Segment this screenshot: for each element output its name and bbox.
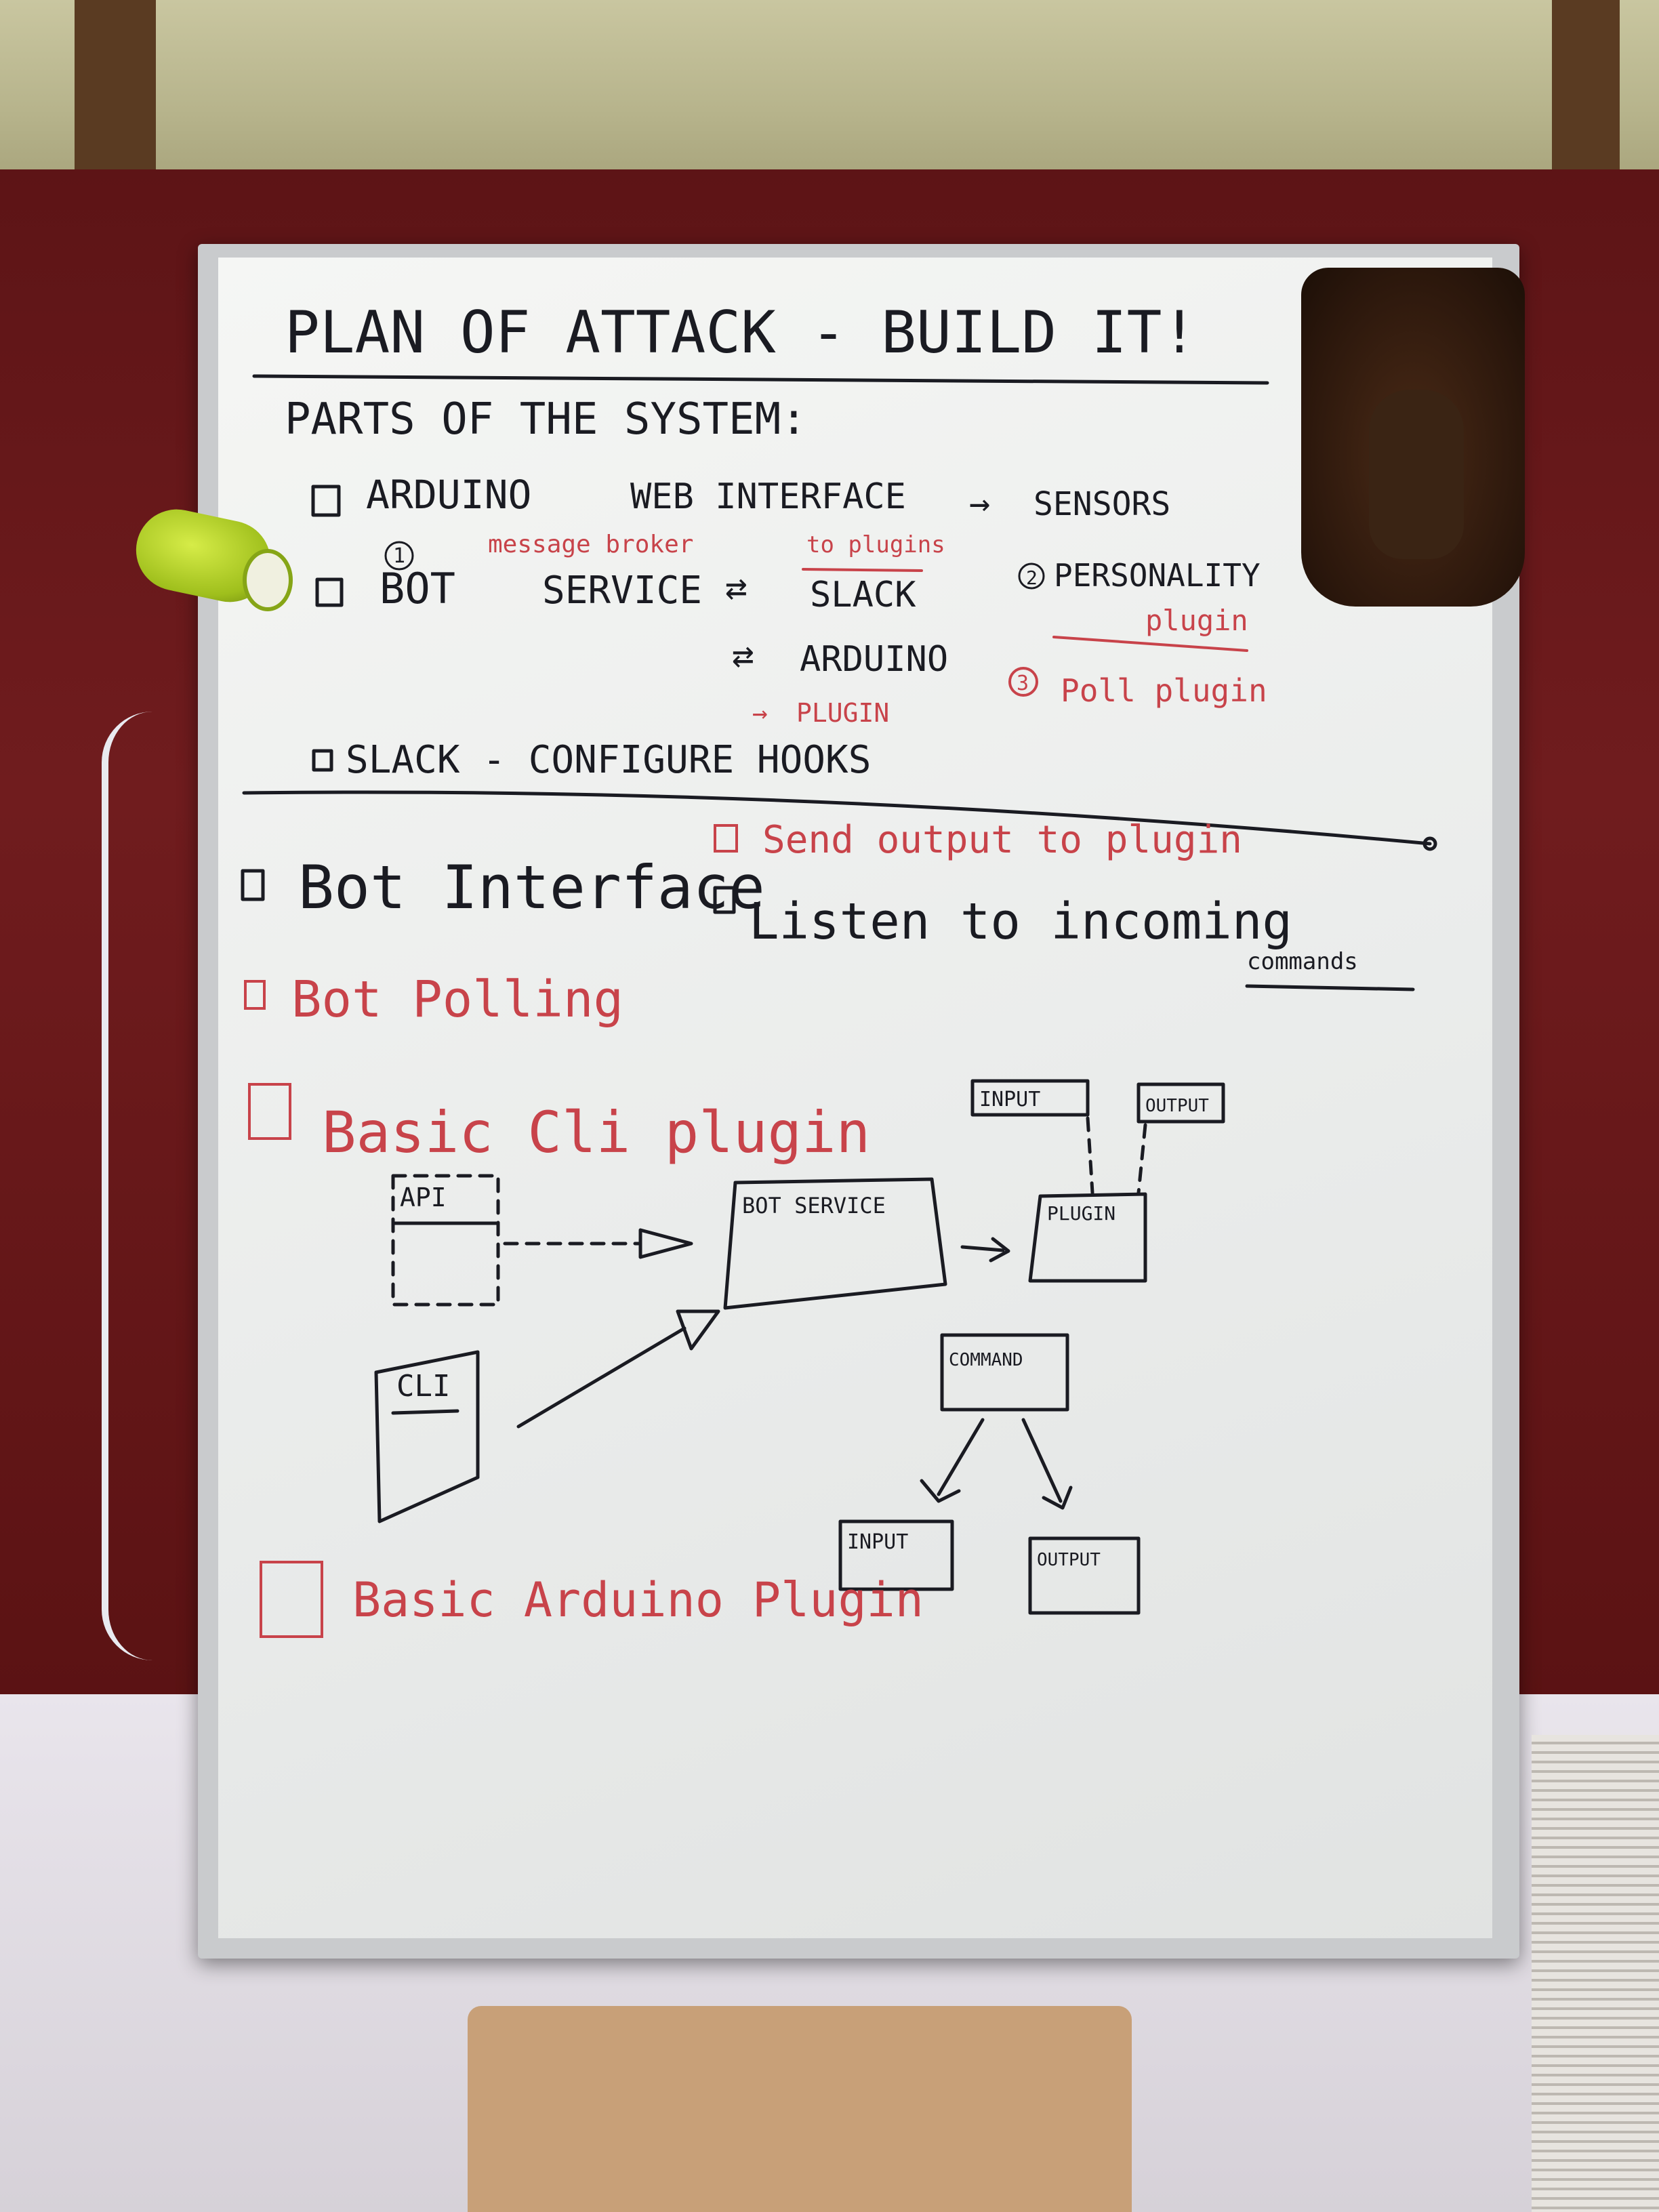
cli-arrow-line [516, 1326, 687, 1429]
output-dash [1136, 1123, 1147, 1195]
bot-polling-text: Bot Polling [291, 970, 623, 1029]
cli-label: CLI [396, 1369, 450, 1404]
command-input-arrow [937, 1418, 985, 1496]
personality-text: PERSONALITY [1054, 557, 1261, 594]
bot-service-label: BOT SERVICE [742, 1193, 886, 1218]
to-plugin-arrow [960, 1245, 1005, 1252]
wooden-beam [75, 0, 156, 183]
input-dash [1086, 1116, 1094, 1195]
slack-configure-text: SLACK - CONFIGURE HOOKS [346, 738, 871, 782]
sensors-text: SENSORS [1033, 485, 1170, 523]
checkbox [244, 980, 266, 1010]
plugins-underline [802, 568, 923, 572]
plugin-note: PLUGIN [796, 698, 889, 728]
output-top-label: OUTPUT [1145, 1096, 1209, 1116]
command-label: COMMAND [949, 1350, 1023, 1370]
checkbox [260, 1561, 323, 1638]
output-bottom-box [1028, 1536, 1141, 1615]
basic-cli-text: Basic Cli plugin [322, 1099, 870, 1166]
checkbox [311, 485, 341, 517]
web-interface-text: WEB INTERFACE [630, 476, 906, 517]
slack-target: SLACK [810, 575, 916, 615]
checkbox [248, 1083, 291, 1140]
bot-interface-text: Bot Interface [298, 853, 765, 922]
poll-plugin-text: Poll plugin [1061, 672, 1267, 709]
mask-face [1369, 390, 1464, 559]
checkbox [312, 749, 333, 772]
listen-text: Listen to incoming [749, 893, 1292, 951]
api-box [391, 1174, 500, 1307]
checkbox [315, 577, 344, 607]
number-circle [384, 541, 414, 571]
wooden-beam [1552, 0, 1620, 183]
output-top-box [1136, 1082, 1225, 1124]
number-circle [1018, 562, 1045, 590]
basic-arduino-text: Basic Arduino Plugin [352, 1572, 924, 1628]
parts-heading: PARTS OF THE SYSTEM: [285, 394, 807, 445]
personality-underline [1052, 636, 1248, 652]
bot-service-box [723, 1177, 947, 1310]
arrow-glyph: → [969, 483, 990, 524]
personality-plugin-red: plugin [1145, 604, 1248, 637]
service-text: SERVICE [542, 569, 702, 613]
lamp-bulb [243, 549, 293, 611]
cli-box [374, 1350, 480, 1523]
cli-underline [391, 1409, 459, 1415]
arduino-target: ARDUINO [800, 639, 948, 680]
plugin-box [1028, 1192, 1147, 1283]
command-output-arrow [1021, 1418, 1063, 1503]
plugin-label: PLUGIN [1047, 1202, 1115, 1225]
api-arrow-head [638, 1228, 693, 1259]
poll-number: 3 [1017, 672, 1029, 695]
whiteboard [218, 258, 1492, 1938]
message-broker-note: message broker [488, 531, 693, 558]
number-note: 1 [393, 544, 405, 568]
output-bottom-label: OUTPUT [1037, 1550, 1101, 1570]
api-label: API [400, 1183, 447, 1212]
checkbox [241, 869, 265, 901]
divider-end [1422, 836, 1437, 851]
input-top-label: INPUT [979, 1088, 1040, 1111]
to-plugin-arrow-head [989, 1237, 1010, 1263]
bot-item: BOT [380, 564, 455, 613]
paper-stack [1532, 1735, 1659, 2212]
arduino-item: ARDUINO [366, 472, 531, 518]
divider-line [242, 790, 1432, 846]
lamp-cable [102, 712, 203, 1660]
plugins-note: to plugins [806, 531, 945, 558]
title-underline [252, 374, 1269, 385]
checkbox [714, 824, 738, 853]
commands-underline [1245, 984, 1415, 991]
input-bottom-label: INPUT [847, 1530, 908, 1554]
window-background [0, 0, 1659, 183]
command-box [940, 1333, 1069, 1412]
input-bottom-box [838, 1519, 954, 1591]
cli-arrow-head [676, 1309, 720, 1351]
input-top-box [970, 1079, 1090, 1117]
command-input-arrow-head [920, 1479, 961, 1503]
embroidered-pillow [468, 2006, 1132, 2212]
wooden-mask [1301, 268, 1525, 607]
commands-text: commands [1247, 948, 1358, 975]
send-output-text: Send output to plugin [762, 818, 1242, 862]
double-arrow: ⇄ [732, 634, 754, 676]
double-arrow: ⇄ [725, 566, 747, 609]
checkbox [713, 886, 736, 914]
board-title: PLAN OF ATTACK - BUILD IT! [285, 299, 1197, 367]
command-output-arrow-head [1042, 1486, 1073, 1510]
plug-arrow: → [752, 698, 768, 728]
personality-number: 2 [1026, 567, 1038, 589]
number-circle [1008, 667, 1038, 697]
